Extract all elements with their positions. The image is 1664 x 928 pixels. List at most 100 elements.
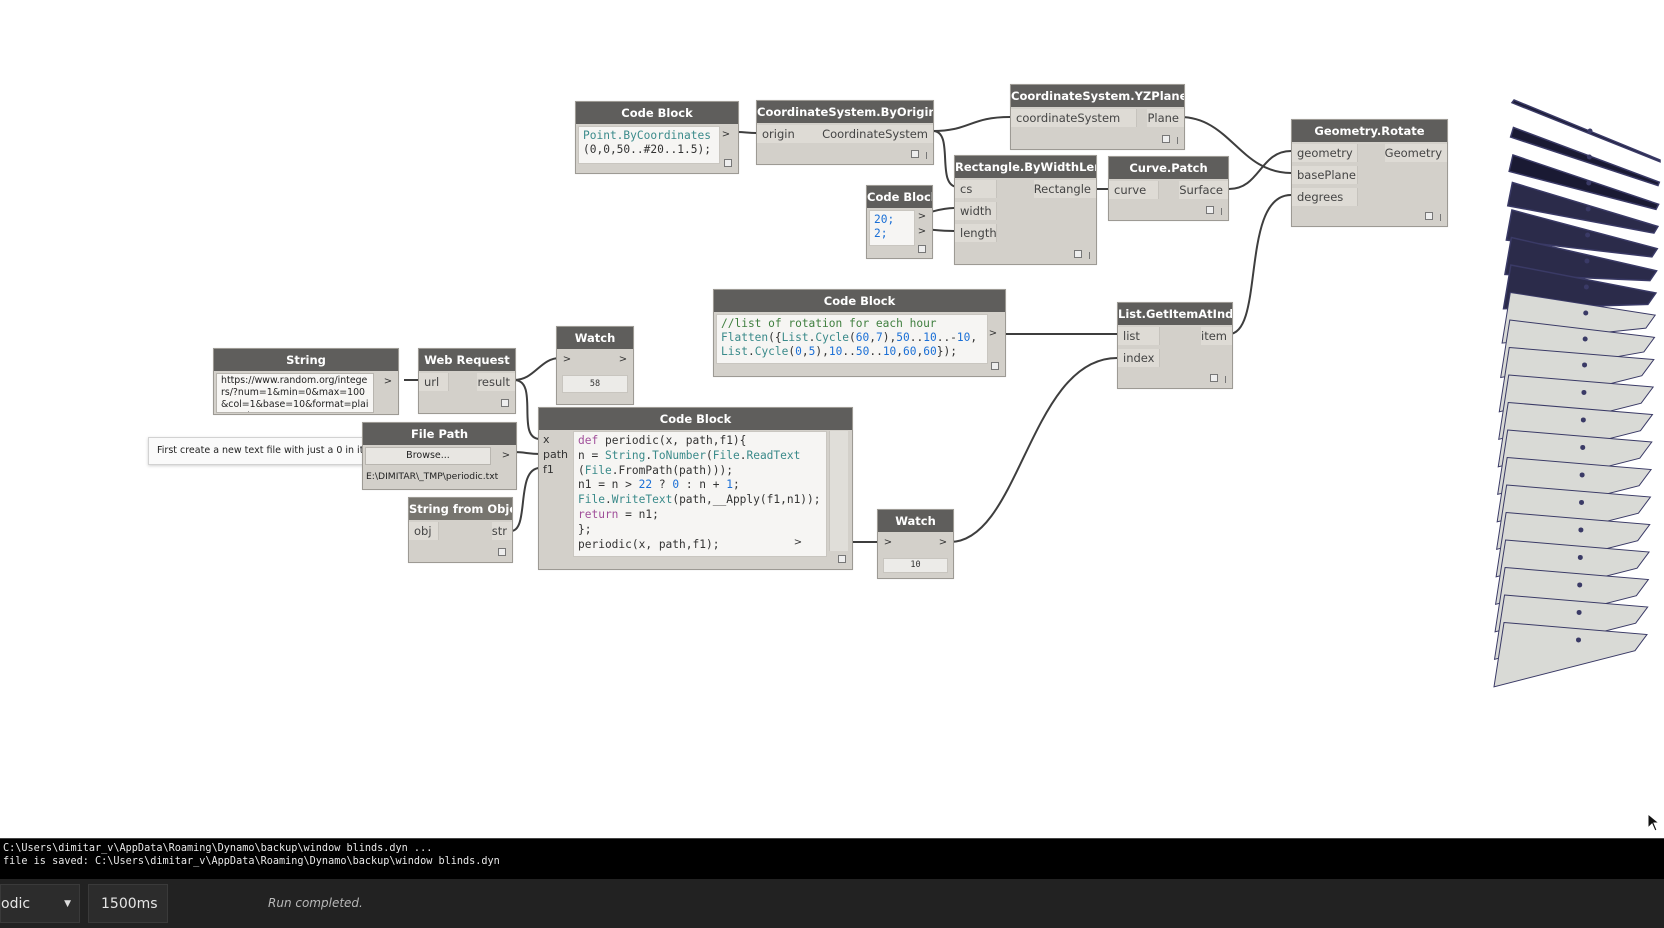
code-comment: //list of rotation for each hour	[721, 317, 937, 330]
input-port-path[interactable]: path	[543, 448, 569, 461]
browse-button[interactable]: Browse...	[365, 447, 491, 465]
input-port-index[interactable]: index	[1118, 349, 1160, 367]
lacing-indicator	[1225, 376, 1226, 383]
preview-toggle-icon[interactable]	[911, 150, 919, 158]
code-scrollbar[interactable]	[829, 431, 848, 551]
input-port-f1[interactable]: f1	[543, 463, 554, 476]
output-port[interactable]: >	[938, 537, 948, 548]
input-port-list[interactable]: list	[1118, 327, 1160, 345]
node-title: File Path	[363, 423, 516, 445]
output-port-plane[interactable]: Plane	[1147, 109, 1184, 127]
code-block-dims-node[interactable]: Code Block 20;2; > >	[866, 185, 933, 259]
node-title: Watch	[557, 327, 633, 349]
input-port-coordinatesystem[interactable]: coordinateSystem	[1011, 109, 1137, 127]
preview-point	[1585, 206, 1591, 212]
rectangle-bywidthlength-node[interactable]: Rectangle.ByWidthLength cs width length …	[954, 155, 1097, 265]
cs-yzplane-node[interactable]: CoordinateSystem.YZPlane coordinateSyste…	[1010, 84, 1185, 150]
preview-toggle-icon[interactable]	[1206, 206, 1214, 214]
output-port-item[interactable]: item	[1201, 327, 1232, 345]
node-title: Code Block	[714, 290, 1005, 312]
preview-panel	[1508, 154, 1660, 211]
code-block-rotation-node[interactable]: Code Block //list of rotation for each h…	[713, 289, 1006, 377]
output-port[interactable]: >	[917, 226, 927, 237]
preview-toggle-icon[interactable]	[724, 159, 732, 167]
wire	[510, 467, 541, 532]
string-input[interactable]: https://www.random.org/integers/?num=1&m…	[216, 373, 374, 413]
output-port[interactable]: >	[721, 129, 731, 140]
code-line: (0,0,50..#20..1.5);	[583, 143, 711, 156]
preview-point	[1576, 637, 1581, 643]
preview-toggle-icon[interactable]	[1162, 135, 1170, 143]
wire	[737, 131, 757, 134]
watch-value: 10	[883, 558, 948, 573]
lacing-indicator	[1177, 137, 1178, 144]
preview-toggle-icon[interactable]	[991, 362, 999, 370]
output-port[interactable]: >	[793, 537, 803, 548]
preview-toggle-icon[interactable]	[498, 548, 506, 556]
code-line: 2;	[874, 227, 888, 240]
code-editor[interactable]: def periodic(x, path,f1){ n = String.ToN…	[573, 431, 827, 557]
node-title: CoordinateSystem.YZPlane	[1011, 85, 1184, 107]
preview-toggle-icon[interactable]	[918, 245, 926, 253]
input-port[interactable]: >	[883, 537, 893, 548]
note[interactable]: First create a new text file with just a…	[148, 437, 373, 465]
string-node[interactable]: String https://www.random.org/integers/?…	[213, 348, 399, 415]
code-block-point-node[interactable]: Code Block Point.ByCoordinates(0,0,50..#…	[575, 101, 739, 174]
output-port[interactable]: >	[618, 354, 628, 365]
code-editor[interactable]: Point.ByCoordinates(0,0,50..#20..1.5);	[578, 126, 720, 164]
code-line: Point.ByCoordinates	[583, 129, 711, 142]
output-port-surface[interactable]: Surface	[1179, 181, 1228, 199]
code-block-periodic-node[interactable]: Code Block x path f1 def periodic(x, pat…	[538, 407, 853, 570]
input-port-baseplane[interactable]: basePlane	[1292, 166, 1358, 184]
lacing-indicator	[1221, 208, 1222, 215]
preview-point	[1580, 444, 1586, 450]
web-request-node[interactable]: Web Request url result	[418, 348, 516, 414]
input-port-length[interactable]: length	[955, 224, 997, 242]
preview-point	[1579, 472, 1585, 478]
preview-panel	[1510, 99, 1661, 163]
output-port-result[interactable]: result	[477, 373, 515, 391]
list-getitematindex-node[interactable]: List.GetItemAtIndex list index item	[1117, 302, 1233, 389]
code-editor[interactable]: 20;2;	[869, 210, 915, 246]
output-port-coordinatesystem[interactable]: CoordinateSystem	[822, 125, 933, 143]
preview-toggle-icon[interactable]	[1074, 250, 1082, 258]
output-port-geometry[interactable]: Geometry	[1384, 144, 1447, 162]
input-port-url[interactable]: url	[419, 373, 449, 391]
output-port[interactable]: >	[383, 376, 393, 387]
period-input[interactable]: 1500ms	[88, 884, 168, 923]
run-status-bar: odic ▼ 1500ms Run completed.	[0, 879, 1664, 928]
output-port[interactable]: >	[917, 211, 927, 222]
watch-node[interactable]: Watch > > 10	[877, 509, 954, 579]
output-port-str[interactable]: str	[491, 522, 512, 540]
geometry-rotate-node[interactable]: Geometry.Rotate geometry basePlane degre…	[1291, 119, 1448, 227]
input-port-cs[interactable]: cs	[955, 180, 997, 198]
input-port[interactable]: >	[562, 354, 572, 365]
node-title: Watch	[878, 510, 953, 532]
input-port-degrees[interactable]: degrees	[1292, 188, 1358, 206]
input-port-curve[interactable]: curve	[1109, 181, 1159, 199]
string-from-object-node[interactable]: String from Object obj str	[408, 497, 513, 563]
cs-byorigin-node[interactable]: CoordinateSystem.ByOrigin origin Coordin…	[756, 100, 934, 165]
watch-node[interactable]: Watch > > 58	[556, 326, 634, 405]
output-port-rectangle[interactable]: Rectangle	[1033, 180, 1096, 198]
output-port[interactable]: >	[501, 450, 511, 461]
input-port-width[interactable]: width	[955, 202, 997, 220]
input-port-geometry[interactable]: geometry	[1292, 144, 1358, 162]
preview-toggle-icon[interactable]	[1210, 374, 1218, 382]
preview-panel	[1509, 126, 1661, 187]
input-port-origin[interactable]: origin	[757, 125, 825, 143]
output-port[interactable]: >	[988, 328, 998, 339]
node-title: List.GetItemAtIndex	[1118, 303, 1232, 325]
console-line: C:\Users\dimitar_v\AppData\Roaming\Dynam…	[3, 843, 433, 854]
input-port-x[interactable]: x	[543, 433, 550, 446]
preview-toggle-icon[interactable]	[501, 399, 509, 407]
preview-toggle-icon[interactable]	[1425, 212, 1433, 220]
file-path-node[interactable]: File Path Browse... > E:\DIMITAR\_TMP\pe…	[362, 422, 517, 490]
run-mode-dropdown[interactable]: odic ▼	[0, 884, 80, 923]
preview-toggle-icon[interactable]	[838, 555, 846, 563]
code-editor[interactable]: //list of rotation for each hour Flatten…	[716, 314, 988, 364]
input-port-obj[interactable]: obj	[409, 522, 439, 540]
graph-canvas[interactable]: Code Block Point.ByCoordinates(0,0,50..#…	[0, 0, 1664, 838]
curve-patch-node[interactable]: Curve.Patch curve Surface	[1108, 156, 1229, 221]
geometry-preview	[1493, 99, 1661, 688]
